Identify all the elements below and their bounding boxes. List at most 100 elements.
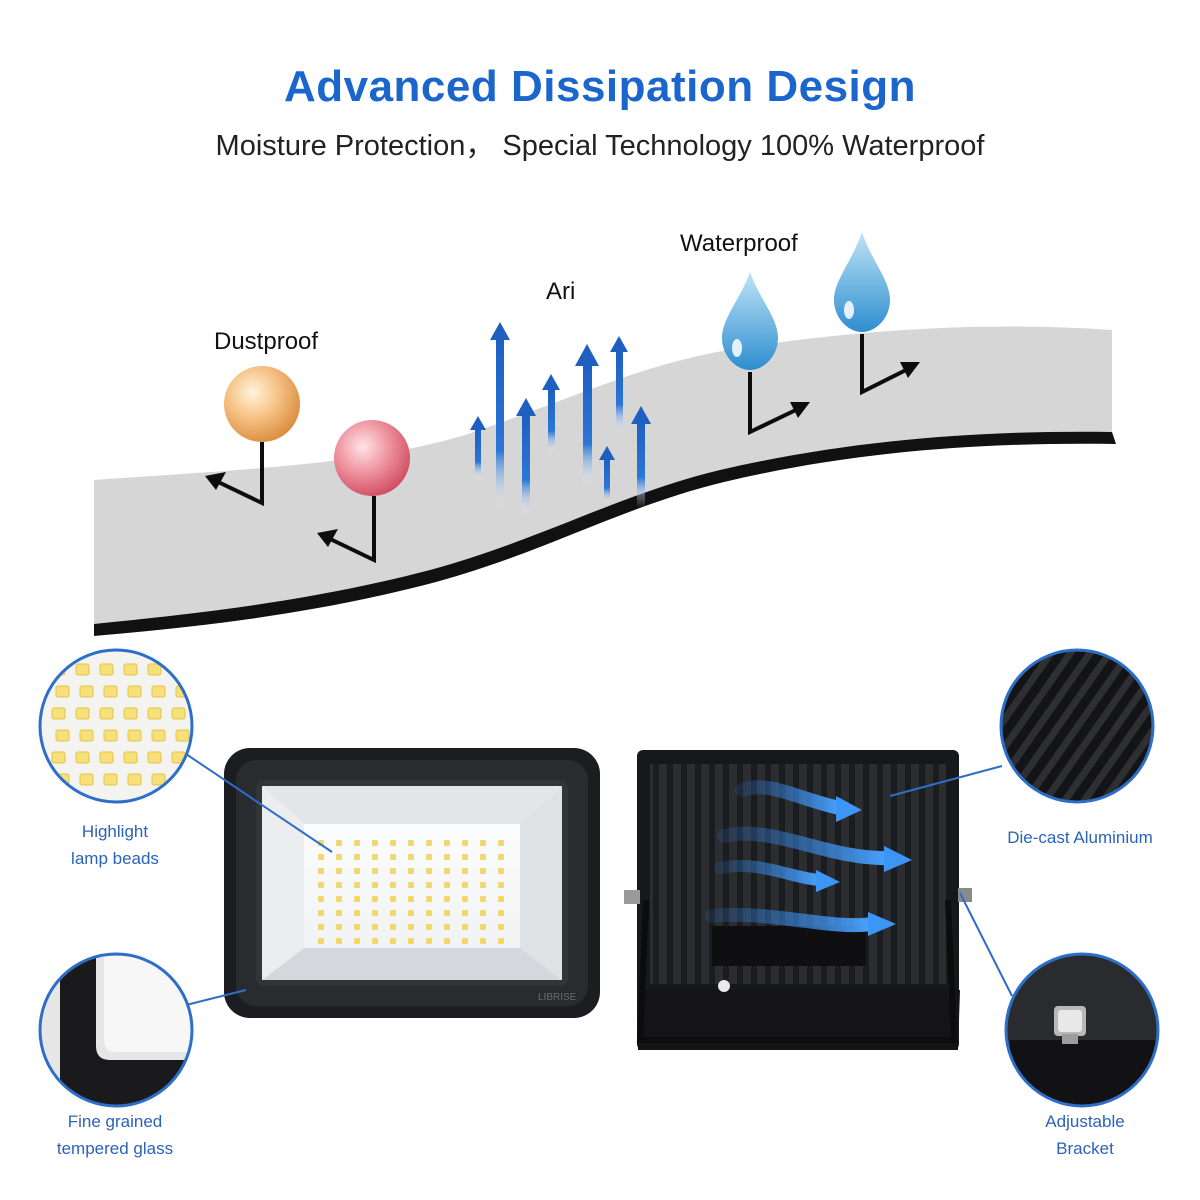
led-bead <box>426 896 432 902</box>
led-bead <box>390 910 396 916</box>
led-bead <box>498 882 504 888</box>
zoom-bead <box>151 773 166 786</box>
zoom-bead <box>51 751 66 764</box>
zoom-bead <box>99 707 114 720</box>
led-bead <box>462 924 468 930</box>
led-bead <box>318 896 324 902</box>
zoom-bead <box>127 729 142 742</box>
glass-caption-line1: Fine grained <box>67 1112 163 1131</box>
callout-lines <box>185 753 1013 1006</box>
bracket-caption-line2: Bracket <box>1056 1139 1114 1158</box>
led-bead <box>444 840 450 846</box>
zoom-bead <box>151 685 166 698</box>
led-bead <box>480 854 486 860</box>
zoom-bead <box>175 773 190 786</box>
led-bead <box>318 882 324 888</box>
page-subtitle: Moisture Protection， Special Technology … <box>215 130 985 162</box>
glass-caption: Fine grained tempered glass <box>30 1108 200 1162</box>
led-bead <box>498 840 504 846</box>
led-bead <box>426 910 432 916</box>
led-bead <box>336 882 342 888</box>
led-bead <box>444 924 450 930</box>
led-bead <box>372 868 378 874</box>
zoom-bead <box>99 663 114 676</box>
led-bead <box>408 868 414 874</box>
led-bead <box>318 924 324 930</box>
led-bead <box>426 854 432 860</box>
zoom-bead <box>171 663 186 676</box>
led-bead <box>444 938 450 944</box>
dust-particle-icon <box>224 366 410 496</box>
led-bead <box>318 868 324 874</box>
lamp-beads-caption: Highlight lamp beads <box>40 818 190 872</box>
water-drop-icon <box>722 232 890 370</box>
water-deflect-lines <box>748 334 911 436</box>
led-bead <box>354 854 360 860</box>
lamp-beads-caption-line2: lamp beads <box>71 849 159 868</box>
floodlight-front <box>224 748 600 1018</box>
led-bead <box>390 938 396 944</box>
led-bead <box>408 840 414 846</box>
led-bead <box>444 854 450 860</box>
led-bead <box>408 896 414 902</box>
led-bead <box>372 840 378 846</box>
led-bead <box>390 868 396 874</box>
led-bead <box>426 924 432 930</box>
led-bead <box>462 840 468 846</box>
led-bead <box>498 938 504 944</box>
air-label: Ari <box>546 278 576 305</box>
led-bead <box>372 938 378 944</box>
waterproof-label: Waterproof <box>680 230 798 257</box>
zoom-bead <box>79 685 94 698</box>
led-bead <box>372 882 378 888</box>
led-bead <box>426 882 432 888</box>
deflect-arrowheads <box>205 472 338 547</box>
led-bead <box>354 938 360 944</box>
led-bead <box>336 868 342 874</box>
led-bead <box>354 840 360 846</box>
brand-text: LIBRISE <box>538 992 577 1003</box>
led-bead <box>336 938 342 944</box>
led-bead <box>408 938 414 944</box>
led-bead <box>444 882 450 888</box>
led-bead <box>480 938 486 944</box>
led-bead <box>372 896 378 902</box>
led-bead <box>480 896 486 902</box>
bracket-detail <box>1004 952 1160 1108</box>
led-bead <box>354 896 360 902</box>
led-bead <box>462 896 468 902</box>
zoom-bead <box>79 729 94 742</box>
aluminium-detail <box>999 648 1155 804</box>
zoom-bead <box>75 663 90 676</box>
led-bead <box>408 854 414 860</box>
zoom-bead <box>175 729 190 742</box>
led-bead <box>408 910 414 916</box>
led-bead <box>354 882 360 888</box>
led-bead <box>336 924 342 930</box>
zoom-bead <box>127 685 142 698</box>
led-bead <box>480 868 486 874</box>
zoom-bead <box>103 729 118 742</box>
deflect-arrow-icon <box>213 442 376 564</box>
zoom-bead <box>103 685 118 698</box>
lamp-beads-caption-line1: Highlight <box>81 822 149 841</box>
led-bead <box>354 910 360 916</box>
zoom-bead <box>123 751 138 764</box>
led-bead <box>318 910 324 916</box>
led-bead <box>462 868 468 874</box>
led-bead <box>426 938 432 944</box>
zoom-bead <box>151 729 166 742</box>
zoom-bead <box>147 663 162 676</box>
led-bead <box>498 924 504 930</box>
zoom-bead <box>123 707 138 720</box>
zoom-bead <box>55 729 70 742</box>
led-bead <box>336 896 342 902</box>
glass-caption-line2: tempered glass <box>56 1139 174 1158</box>
page-title: Advanced Dissipation Design <box>283 62 917 111</box>
led-bead <box>318 854 324 860</box>
air-arrow-icon <box>470 322 651 516</box>
led-bead <box>444 896 450 902</box>
zoom-bead <box>127 773 142 786</box>
led-bead <box>480 910 486 916</box>
